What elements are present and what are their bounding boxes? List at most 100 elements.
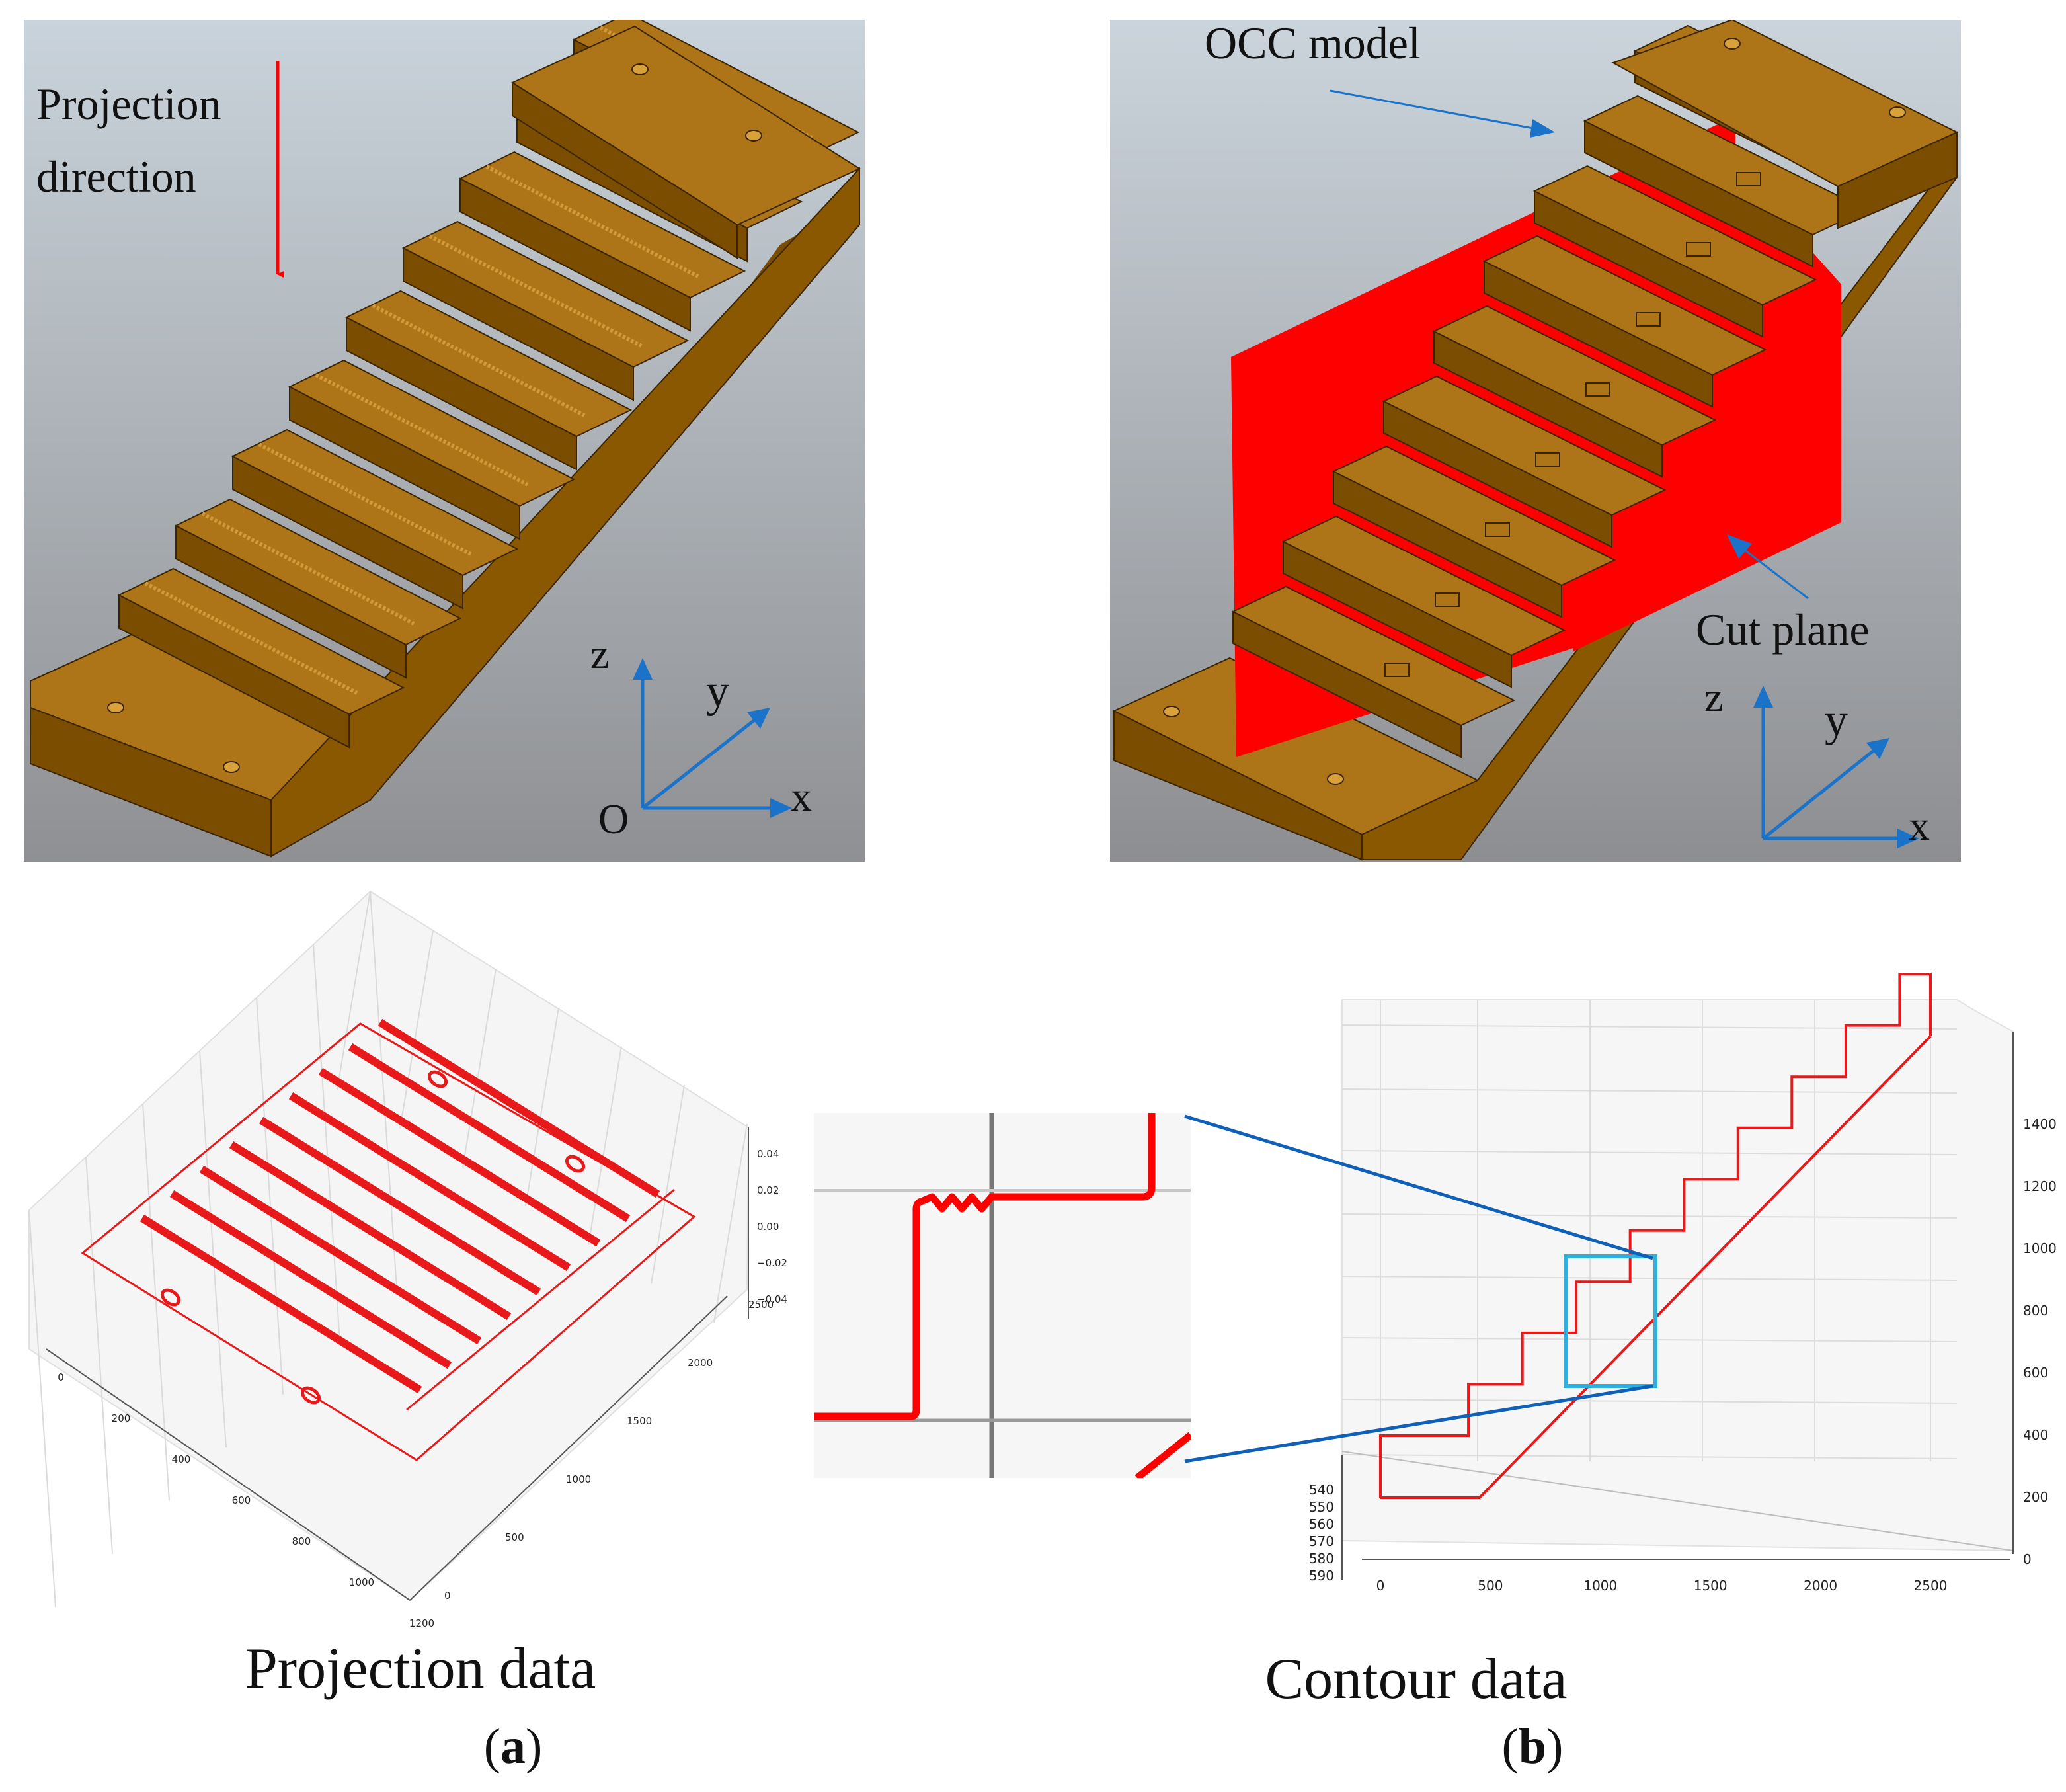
step-pocket-b (1736, 172, 1761, 186)
bolt-hole-a (223, 761, 240, 773)
tick-x: 2000 (1804, 1578, 1837, 1594)
tick-z: 800 (2023, 1303, 2048, 1319)
grid-line (588, 1046, 622, 1245)
grid-line (256, 997, 284, 1395)
axis-x-label-b: x (1909, 802, 1930, 849)
step-tread-a (401, 220, 690, 368)
step-pocket-b (1485, 522, 1510, 537)
grid-line (1341, 1213, 1958, 1219)
panel-label-b-close: ) (1546, 1719, 1563, 1774)
panel-a-model-view: Projection direction z y x O (24, 20, 865, 862)
projection-step-edge (169, 1190, 452, 1369)
tick-z: −0.02 (757, 1257, 787, 1269)
tick-z: 200 (2023, 1489, 2048, 1505)
tick-z: −0.04 (757, 1293, 787, 1305)
projection-hole (160, 1288, 181, 1307)
bolt-hole-b (1724, 38, 1741, 50)
grid-line (1341, 1276, 1958, 1281)
stringer-side-a (270, 167, 860, 858)
grid-line (1341, 1088, 1958, 1094)
tick-y: 590 (1309, 1568, 1334, 1584)
axis-right (409, 1295, 728, 1601)
step-tread-a (174, 498, 462, 646)
bolt-hole-a (631, 63, 649, 75)
step-tread-b (1382, 375, 1667, 516)
floor-edge (1341, 1451, 2014, 1551)
grid-line (1341, 1150, 1958, 1155)
step-tread-b (1432, 305, 1717, 446)
panel-label-a-letter: a (500, 1719, 526, 1774)
step-tread-a (117, 567, 405, 715)
projection-step-divider (465, 1335, 497, 1362)
step-tread-a (288, 359, 576, 507)
tick-y: 540 (1309, 1482, 1334, 1498)
grid-line (462, 969, 497, 1168)
projection-boundary (81, 1022, 696, 1461)
tick-left: 400 (172, 1453, 191, 1465)
step-pocket-b (1535, 452, 1560, 467)
tick-z: 1400 (2023, 1116, 2057, 1132)
projection-step-divider (614, 1213, 645, 1240)
panel-label-b: (b) (1502, 1719, 1564, 1774)
axis-z-label-b: z (1704, 673, 1723, 720)
zoom-connector-top (1184, 1114, 1653, 1260)
step-pocket-b (1686, 242, 1711, 257)
projection-hole (300, 1386, 321, 1405)
projection-label-line1: Projection (36, 79, 221, 129)
projection-step-divider (495, 1311, 526, 1338)
step-pocket-b (1636, 312, 1661, 327)
grid-line (1341, 1024, 1958, 1030)
panel-label-b-letter: b (1519, 1719, 1546, 1774)
cut-plane-label: Cut plane (1696, 604, 1870, 655)
zoom-region-box (1564, 1254, 1657, 1388)
tick-y: 560 (1309, 1516, 1334, 1532)
projection-step-edge (199, 1165, 482, 1345)
grid-line (1341, 1454, 1958, 1459)
contour-outline (1379, 973, 1932, 1499)
step-tread-a (231, 428, 519, 577)
projection-step-edge (348, 1043, 631, 1223)
staircase-model-a (30, 20, 861, 858)
tick-x: 1500 (1694, 1578, 1728, 1594)
bolt-hole-a (107, 702, 124, 713)
projection-step-edge (139, 1214, 422, 1394)
projection-step-divider (584, 1237, 616, 1264)
grid-line (28, 1209, 56, 1608)
projection-step-edge (229, 1141, 512, 1321)
tick-right: 0 (444, 1590, 451, 1602)
tick-z: 0 (2023, 1551, 2032, 1567)
tick-y: 580 (1309, 1551, 1334, 1567)
landing-top-front-a (512, 81, 738, 259)
bolt-hole-b (1327, 773, 1344, 785)
bolt-hole-b (1163, 706, 1180, 717)
step-pocket-b (1384, 663, 1410, 677)
projection-outline (81, 1018, 696, 1461)
tick-x: 1000 (1583, 1578, 1617, 1594)
tick-x: 500 (1478, 1578, 1503, 1594)
projection-step-edge (258, 1116, 541, 1296)
panel-b-model-view: OCC model Cut plane z y x (1110, 18, 1961, 862)
caption-projection-data: Projection data (245, 1637, 596, 1701)
grid-line (525, 1007, 559, 1207)
axis-left (46, 1348, 411, 1601)
step-tread-b (1281, 515, 1566, 657)
projection-hole (427, 1070, 448, 1088)
projection-step-divider (406, 1384, 437, 1411)
grid-line (1341, 1399, 1958, 1404)
tick-y: 550 (1309, 1499, 1334, 1515)
step-tread-b (1331, 445, 1616, 587)
tick-right: 2000 (688, 1357, 713, 1369)
zoom-inset-background (814, 1113, 1191, 1478)
contour-step-outline (1379, 973, 1932, 1498)
step-tread-b (1231, 585, 1516, 727)
projection-step-edge (288, 1092, 571, 1272)
tick-z: 400 (2023, 1427, 2048, 1443)
bolt-hole-a (745, 130, 762, 142)
tick-x: 0 (1376, 1578, 1385, 1594)
tick-z: 600 (2023, 1365, 2048, 1381)
landing-top-side-b (1837, 131, 1958, 229)
grid-line (370, 891, 397, 1289)
tick-right: 2500 (748, 1299, 774, 1311)
annotation-arrows-b (1330, 89, 1809, 600)
